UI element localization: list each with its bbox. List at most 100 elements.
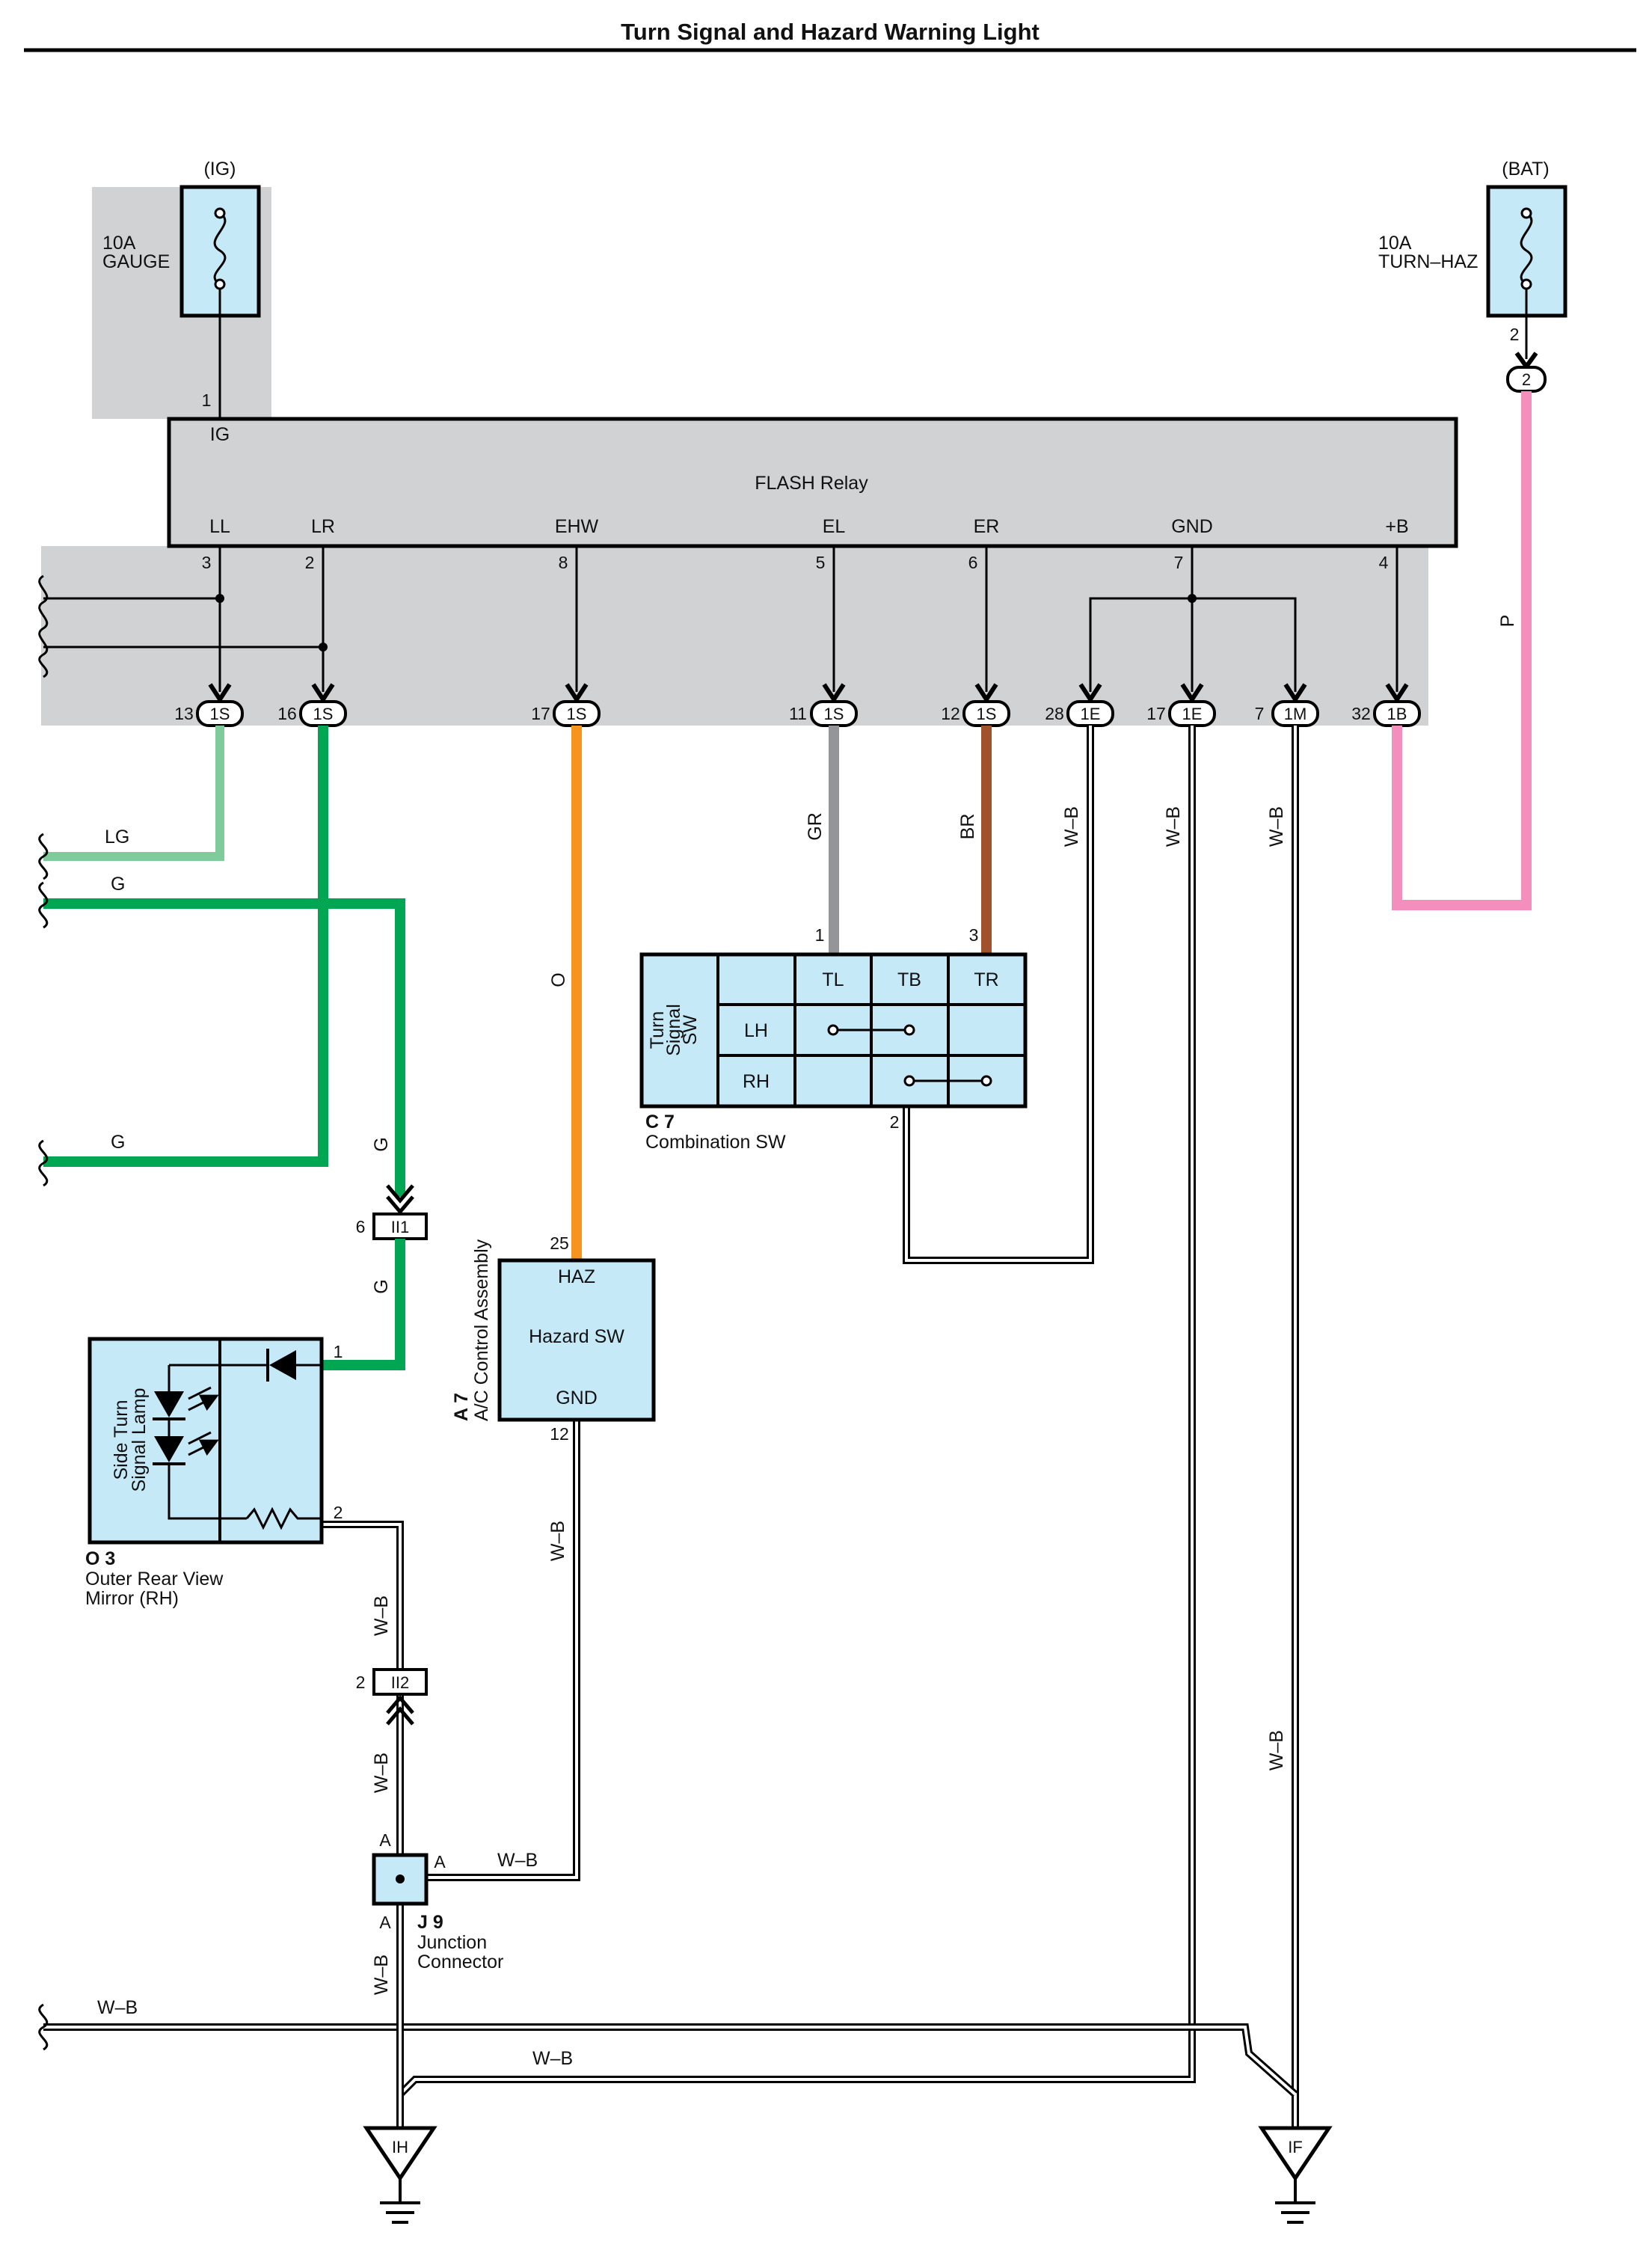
ground-if [1258, 2126, 1333, 2224]
rh-contact-tr [980, 1075, 992, 1087]
ii1-pin: 6 [356, 1217, 366, 1236]
ground-if-icon [1258, 2126, 1333, 2182]
junction-connector-id: 1S [210, 705, 230, 723]
g-wire-to-mirror [322, 1239, 405, 1370]
left-break-wb [38, 2003, 49, 2051]
wb-label-6: W–B [371, 1595, 392, 1636]
ac-control-id: A 7 [451, 1393, 472, 1421]
connector-arrow-icon [1283, 683, 1307, 704]
mirror-name-line-2: Mirror (RH) [85, 1588, 179, 1609]
left-break-1 [38, 574, 49, 678]
gauge-fuse-bottom-terminal [214, 278, 226, 290]
g-wire-upper [43, 898, 405, 1197]
comb-col-tb: TB [897, 969, 921, 990]
mirror-inner-label: Side Turn Signal Lamp [111, 1388, 150, 1492]
comb-pin-gnd: 2 [890, 1112, 900, 1132]
svg-text:Side Turn: Side Turn [111, 1400, 132, 1480]
svg-text:Signal: Signal [663, 1004, 684, 1056]
junction-connector-pin: 17 [531, 704, 550, 723]
junction-block-shade [41, 546, 1428, 726]
p-wire-label: P [1497, 615, 1518, 628]
relay-terminal-pin: 3 [202, 553, 212, 572]
wb-label-2: W–B [1163, 806, 1184, 847]
g-wire-label-4: G [371, 1279, 392, 1293]
left-break-g1 [38, 881, 49, 929]
turn-haz-fuse-element-icon [1520, 212, 1533, 286]
connector-arrow-icon [565, 683, 589, 704]
connector-arrow-icon [1385, 683, 1409, 704]
led-icon-1 [154, 1391, 184, 1417]
page-title: Turn Signal and Hazard Warning Light [621, 19, 1040, 45]
junction-connector-pin: 16 [277, 704, 297, 723]
junction-connector-id: 1M [1284, 705, 1307, 723]
relay-terminal-pin: 8 [559, 553, 568, 572]
p-wire [1392, 391, 1532, 910]
junction-connector-id: 1S [567, 705, 587, 723]
ll-splice [215, 594, 224, 603]
wb-label-11: W–B [532, 2048, 573, 2069]
o-wire-label: O [548, 972, 569, 987]
junction-pin-bottom: A [379, 1913, 391, 1932]
lr-splice [319, 643, 328, 652]
junction-connector [372, 1853, 429, 1906]
junction-name-line-1: Junction [417, 1932, 487, 1953]
ig-pin: 1 [202, 390, 212, 410]
ground-ih [363, 2126, 437, 2224]
turn-haz-fuse-bottom-terminal [1520, 278, 1532, 290]
flash-relay-ig-label: IG [210, 424, 230, 445]
comb-col-tl: TL [822, 969, 844, 990]
comb-inner-label: Turn Signal SW [647, 1004, 701, 1056]
g-wire-label-1: G [111, 874, 125, 895]
gauge-fuse-top-terminal [214, 207, 226, 219]
comb-id: C 7 [645, 1112, 675, 1132]
hazard-sw-label: Hazard SW [529, 1326, 624, 1347]
hazard-pin-gnd: 12 [550, 1424, 569, 1444]
hazard-haz-label: HAZ [558, 1266, 595, 1287]
gnd-splice [1188, 594, 1197, 603]
turn-haz-fuse-name: TURN–HAZ [1378, 251, 1478, 272]
relay-terminal-pin: 2 [305, 553, 315, 572]
relay-terminal-pin: 7 [1174, 553, 1184, 572]
g-wire-lr [43, 726, 328, 1167]
relay-terminal-pin: 5 [816, 553, 826, 572]
comb-pin-tl: 1 [815, 925, 825, 945]
mirror-name-line-1: Outer Rear View [85, 1569, 224, 1590]
mirror-pin-in: 1 [334, 1342, 343, 1361]
relay-terminal-label: ER [974, 516, 1000, 537]
junction-name-line-2: Connector [417, 1952, 503, 1972]
gr-wire-label: GR [805, 812, 826, 841]
mirror-assembly [87, 1337, 324, 1545]
junction-connector-pin: 12 [941, 704, 960, 723]
relay-terminal-label: LR [311, 516, 335, 537]
ii2-connector-id: II2 [391, 1673, 409, 1692]
mirror-id: O 3 [85, 1548, 115, 1569]
ground-ih-label: IH [392, 2138, 408, 2156]
bat-connector-id: 2 [1522, 370, 1531, 389]
turn-haz-fuse-rating: 10A [1378, 233, 1412, 254]
junction-connector-id: 1S [977, 705, 997, 723]
junction-connector-pin: 17 [1146, 704, 1166, 723]
ii2-connector [372, 1668, 428, 1696]
ii1-arrow-icon [386, 1184, 414, 1215]
gauge-fuse-element-icon [213, 212, 227, 286]
junction-splice [396, 1874, 405, 1883]
relay-terminal-pin: 6 [968, 553, 978, 572]
connector-arrow-icon [311, 683, 335, 704]
relay-terminal-label: EHW [555, 516, 599, 537]
ig-source-label: (IG) [203, 159, 236, 180]
relay-terminal-label: LL [209, 516, 230, 537]
wb-wires [43, 726, 1299, 2128]
relay-terminal-label: GND [1171, 516, 1213, 537]
lg-wire [43, 726, 224, 861]
combination-switch [639, 952, 1028, 1109]
wb-label-7: W–B [371, 1753, 392, 1793]
wb-label-10: W–B [97, 1997, 138, 2018]
gauge-fuse-name: GAUGE [102, 251, 170, 272]
junction-pin-right: A [434, 1852, 446, 1871]
resistor-icon [245, 1506, 322, 1530]
relay-terminal-label: EL [823, 516, 846, 537]
turn-haz-fuse-top-terminal [1520, 207, 1532, 219]
wb-label-3: W–B [1266, 806, 1287, 847]
